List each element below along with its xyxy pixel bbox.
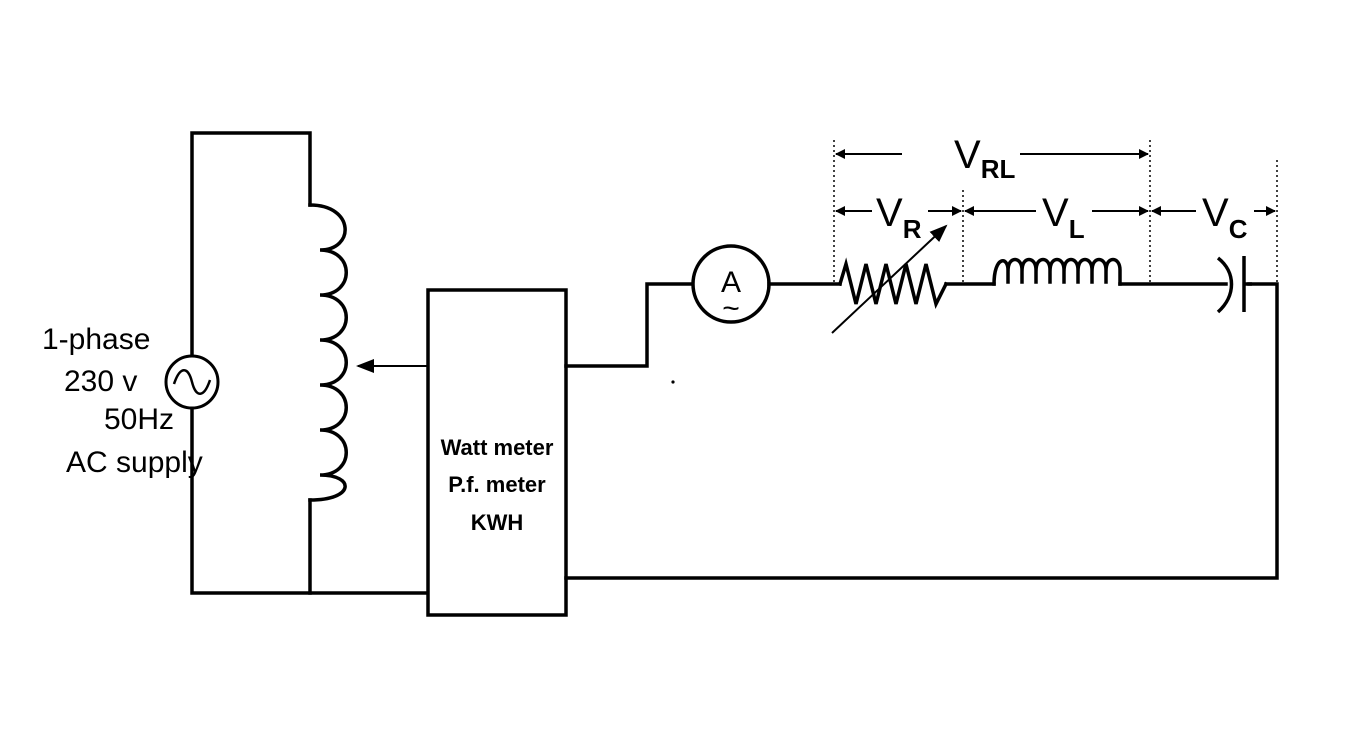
meter-to-ammeter-wire	[564, 282, 695, 368]
ammeter-ac-symbol: ~	[722, 292, 740, 325]
ammeter-letter: A	[721, 266, 741, 299]
supply-label-phase: 1-phase	[42, 323, 150, 356]
measurement-guides	[833, 140, 1278, 284]
capacitor-icon	[1216, 256, 1252, 314]
meter-label-watt: Watt meter	[441, 435, 554, 460]
variable-resistor-icon	[831, 224, 949, 334]
meter-label-kwh: KWH	[471, 510, 524, 535]
inductor-icon	[992, 257, 1122, 286]
supply-label-frequency: 50Hz	[104, 403, 174, 436]
return-wire	[564, 282, 1279, 580]
autotransformer-coil-icon	[308, 203, 348, 502]
stray-dot	[671, 380, 675, 384]
supply-label-voltage: 230 v	[64, 365, 137, 398]
supply-loop-wires	[190, 131, 430, 595]
meter-label-pf: P.f. meter	[448, 472, 546, 497]
label-vrl: VRL	[954, 133, 1015, 184]
label-vl: VL	[1042, 191, 1085, 244]
supply-label-type: AC supply	[66, 446, 203, 479]
label-vc: VC	[1202, 191, 1248, 244]
label-vr: VR	[876, 191, 922, 244]
ac-source-icon	[164, 354, 220, 410]
meter-box	[426, 288, 568, 617]
